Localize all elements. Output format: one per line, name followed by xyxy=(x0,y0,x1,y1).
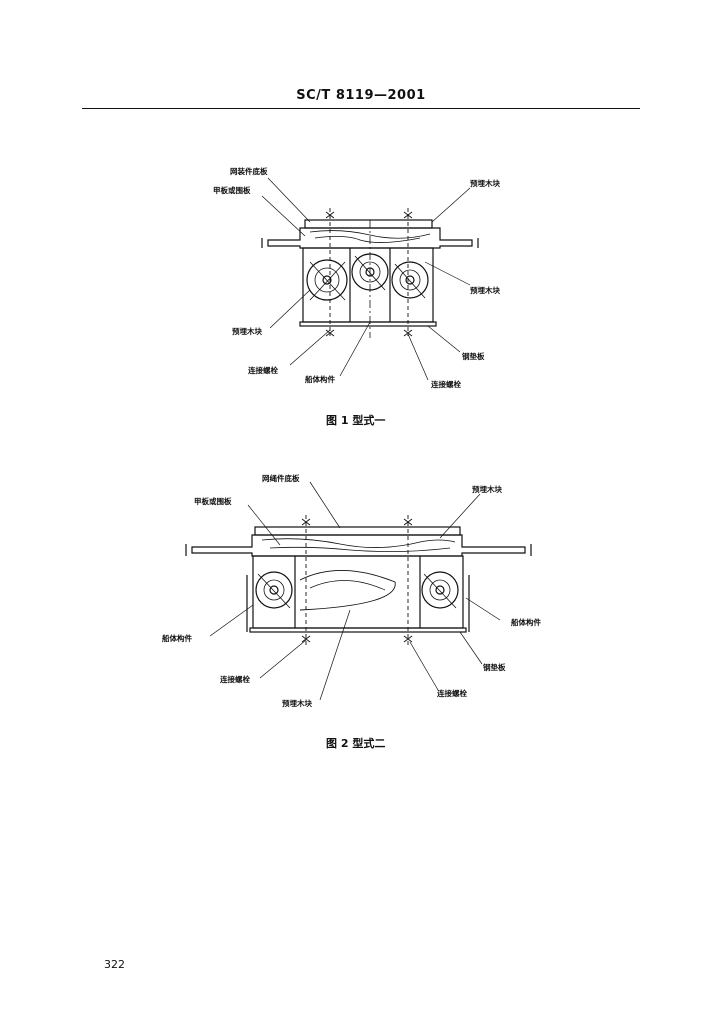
fig2-label-connect-bolt-left: 连接螺栓 xyxy=(220,674,250,684)
fig2-label-base-plate: 网绳件底板 xyxy=(262,473,300,483)
figure-1-caption: 图 1 型式一 xyxy=(326,414,386,427)
fig2-label-steel-plate: 钢垫板 xyxy=(483,662,506,672)
fig1-label-deck-or-coaming: 甲板或围板 xyxy=(213,185,251,195)
fig1-label-base-plate: 网装件底板 xyxy=(230,166,268,176)
page-number: 322 xyxy=(104,958,125,971)
fig1-label-embedded-block-top: 预埋木块 xyxy=(470,178,500,188)
fig1-label-embedded-block-right: 预埋木块 xyxy=(470,285,500,295)
fig1-label-embedded-block-left: 预埋木块 xyxy=(232,326,262,336)
fig2-label-hull-member-right: 船体构件 xyxy=(511,617,541,627)
fig1-label-steel-plate: 钢垫板 xyxy=(462,351,485,361)
fig1-label-connect-bolt-left: 连接螺栓 xyxy=(248,365,278,375)
fig2-label-hull-member-left: 船体构件 xyxy=(162,633,192,643)
fig2-label-connect-bolt-right: 连接螺栓 xyxy=(437,688,467,698)
fig2-label-embedded-block-top: 预埋木块 xyxy=(472,484,502,494)
fig2-label-embedded-block-bottom: 预埋木块 xyxy=(282,698,312,708)
figure-2-caption: 图 2 型式二 xyxy=(326,737,386,750)
standard-code-header: SC/T 8119—2001 xyxy=(296,88,426,103)
fig2-label-deck-or-coaming: 甲板或围板 xyxy=(194,496,232,506)
fig1-label-connect-bolt-right: 连接螺栓 xyxy=(431,379,461,389)
fig1-label-hull-member: 船体构件 xyxy=(305,374,335,384)
header-rule xyxy=(82,108,640,109)
figure-2-drawing xyxy=(185,481,532,701)
figure-1-drawing xyxy=(261,177,479,381)
